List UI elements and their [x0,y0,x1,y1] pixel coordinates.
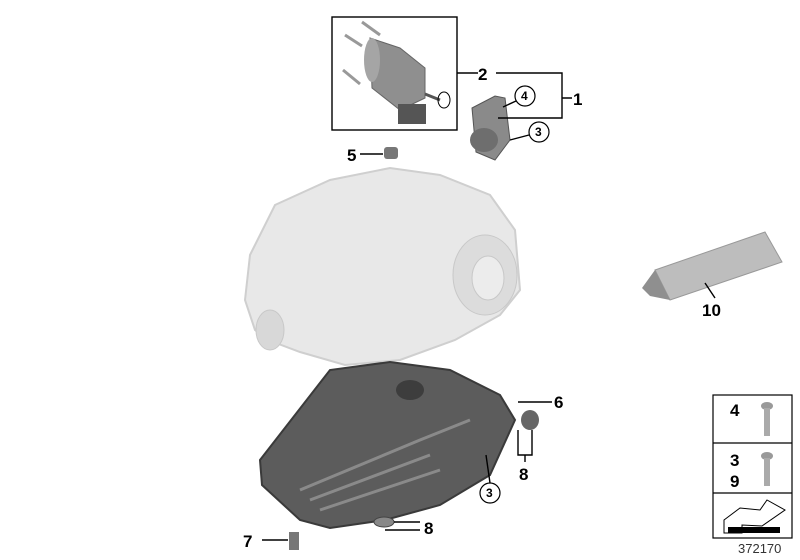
callout-8b: 8 [424,519,433,538]
sealant-tube [642,231,783,301]
legend-label-3: 3 [730,451,739,470]
callout-2: 2 [478,65,487,84]
callout-3: 3 [535,125,542,139]
callout-4: 4 [521,89,528,103]
legend-box: 4 3 9 [712,394,793,539]
bolt-icon [761,402,773,436]
arrow-icon [723,499,786,534]
actuator-motor [342,20,451,124]
callout-8a: 8 [519,465,528,484]
legend-label-4: 4 [730,401,740,420]
bolt-icon [761,452,773,486]
gear-module [470,95,511,161]
callout-6: 6 [554,393,563,412]
reference-number: 372170 [738,541,781,556]
callout-1: 1 [573,90,582,109]
oil-pan [258,360,517,530]
legend-label-9: 9 [730,472,739,491]
callout-10: 10 [702,301,721,320]
callout-3b: 3 [486,486,493,500]
callout-5: 5 [347,146,356,165]
callout-7: 7 [243,532,252,551]
